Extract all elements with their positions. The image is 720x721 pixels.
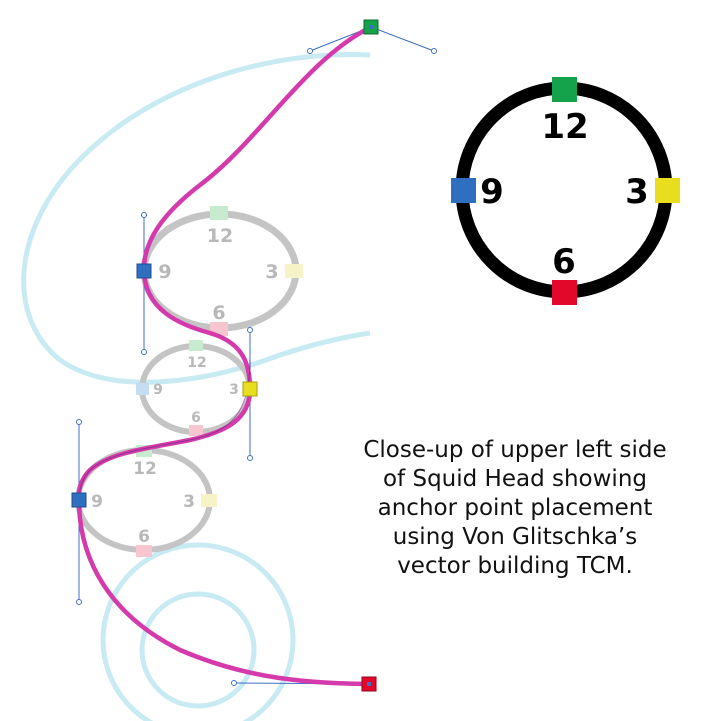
guide-clock-2-anchor-6 [189, 425, 203, 436]
legend-clock-anchor-6 [552, 280, 577, 305]
caption-line-5: vector building TCM. [397, 553, 633, 579]
anchor-12-top-center [369, 25, 373, 29]
squid-head-path-outline [78, 359, 251, 501]
outer-eye-guide [100, 542, 296, 721]
handle-point-top-right[interactable] [431, 48, 437, 54]
handle-point-lower-9-top[interactable] [76, 419, 82, 425]
legend-clock-label-12: 12 [541, 107, 588, 147]
guide-clock-2-label-6: 6 [191, 410, 201, 426]
legend-clock-label-3: 3 [625, 172, 649, 212]
anchor-6-bottom-center [367, 682, 371, 686]
legend-clock-anchor-12 [552, 77, 577, 102]
guide-clock-2-anchor-9 [136, 383, 149, 395]
handle-line-top-right [370, 26, 435, 52]
guide-clock-1-label-3: 3 [265, 261, 278, 283]
guide-clock-3-label-6: 6 [138, 527, 150, 547]
legend-clock-label-6: 6 [552, 242, 576, 282]
anchor-lower-9[interactable] [71, 492, 87, 508]
guide-clock-2-label-12: 12 [187, 355, 206, 371]
guide-clock-2-label-3: 3 [229, 382, 239, 398]
handle-point-middle-3-top[interactable] [247, 327, 253, 333]
guide-clock-1-label-6: 6 [212, 302, 225, 324]
guide-clock-1-anchor-12 [210, 206, 228, 220]
legend-clock-anchor-3 [655, 178, 680, 203]
guide-clock-1-label-12: 12 [207, 225, 233, 247]
guide-clock-1-anchor-3 [285, 264, 303, 278]
handle-point-bottom-left[interactable] [231, 680, 237, 686]
handle-point-middle-3-bottom[interactable] [247, 455, 253, 461]
bezier-handles [76, 26, 437, 686]
guide-clock-2-anchor-12 [189, 340, 203, 351]
guide-clock-3-anchor-3 [201, 494, 217, 507]
inner-eye-guide [139, 591, 257, 709]
guide-clock-3-anchor-6 [136, 545, 152, 557]
path-anchor-points [71, 19, 379, 692]
handle-point-upper-9-bottom[interactable] [141, 349, 147, 355]
legend-clock-anchor-9 [451, 178, 476, 203]
handle-point-lower-9-bottom[interactable] [76, 599, 82, 605]
guide-clock-3-label-3: 3 [183, 492, 195, 512]
diagram-caption: Close-up of upper left side of Squid Hea… [335, 436, 695, 581]
guide-clock-1-label-9: 9 [158, 261, 171, 283]
caption-line-3: anchor point placement [377, 495, 653, 521]
squid-head-path[interactable] [76, 24, 374, 687]
legend-clock: 12 3 6 9 [451, 77, 680, 305]
handle-point-top-left[interactable] [307, 48, 313, 54]
caption-line-1: Close-up of upper left side [363, 437, 667, 463]
guide-clock-3-label-12: 12 [133, 459, 157, 479]
anchor-upper-9[interactable] [136, 263, 152, 279]
caption-line-2: of Squid Head showing [382, 466, 648, 492]
caption-line-4: using Von Glitschka’s [392, 524, 638, 550]
handle-point-upper-9-top[interactable] [141, 212, 147, 218]
squid-head-outline-guide [21, 52, 371, 385]
anchor-middle-3[interactable] [242, 381, 258, 397]
guide-clock-2-label-9: 9 [153, 382, 163, 398]
guide-shapes [21, 52, 371, 721]
guide-clock-3-label-9: 9 [91, 492, 103, 512]
legend-clock-label-9: 9 [480, 172, 504, 212]
